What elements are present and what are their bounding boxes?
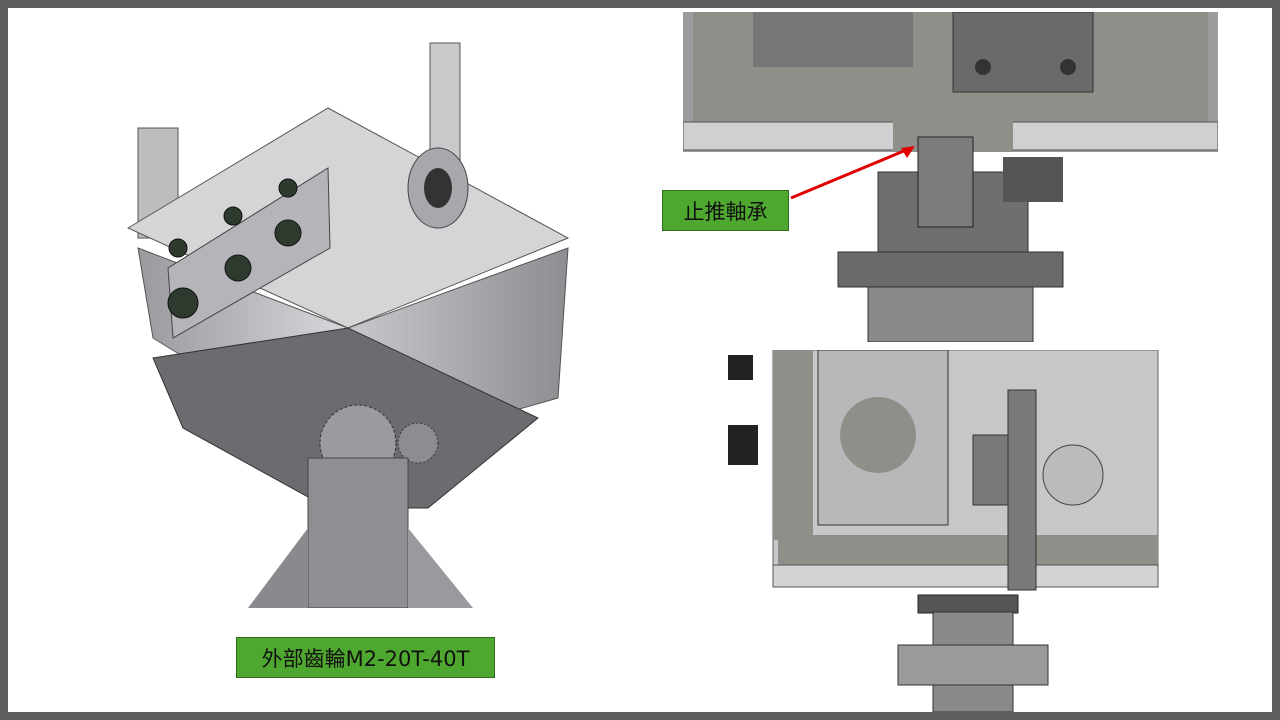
slide: 外部齒輪M2-20T-40T 止推軸承 bbox=[8, 8, 1272, 712]
cad-section-view-top-image bbox=[683, 12, 1218, 342]
red-arrow-pointer bbox=[790, 146, 915, 200]
cad-section-view-bottom-image bbox=[728, 350, 1159, 712]
external-gear-label: 外部齒輪M2-20T-40T bbox=[236, 637, 495, 678]
cad-isometric-gearbox-image bbox=[126, 42, 570, 608]
thrust-bearing-label: 止推軸承 bbox=[662, 190, 789, 231]
